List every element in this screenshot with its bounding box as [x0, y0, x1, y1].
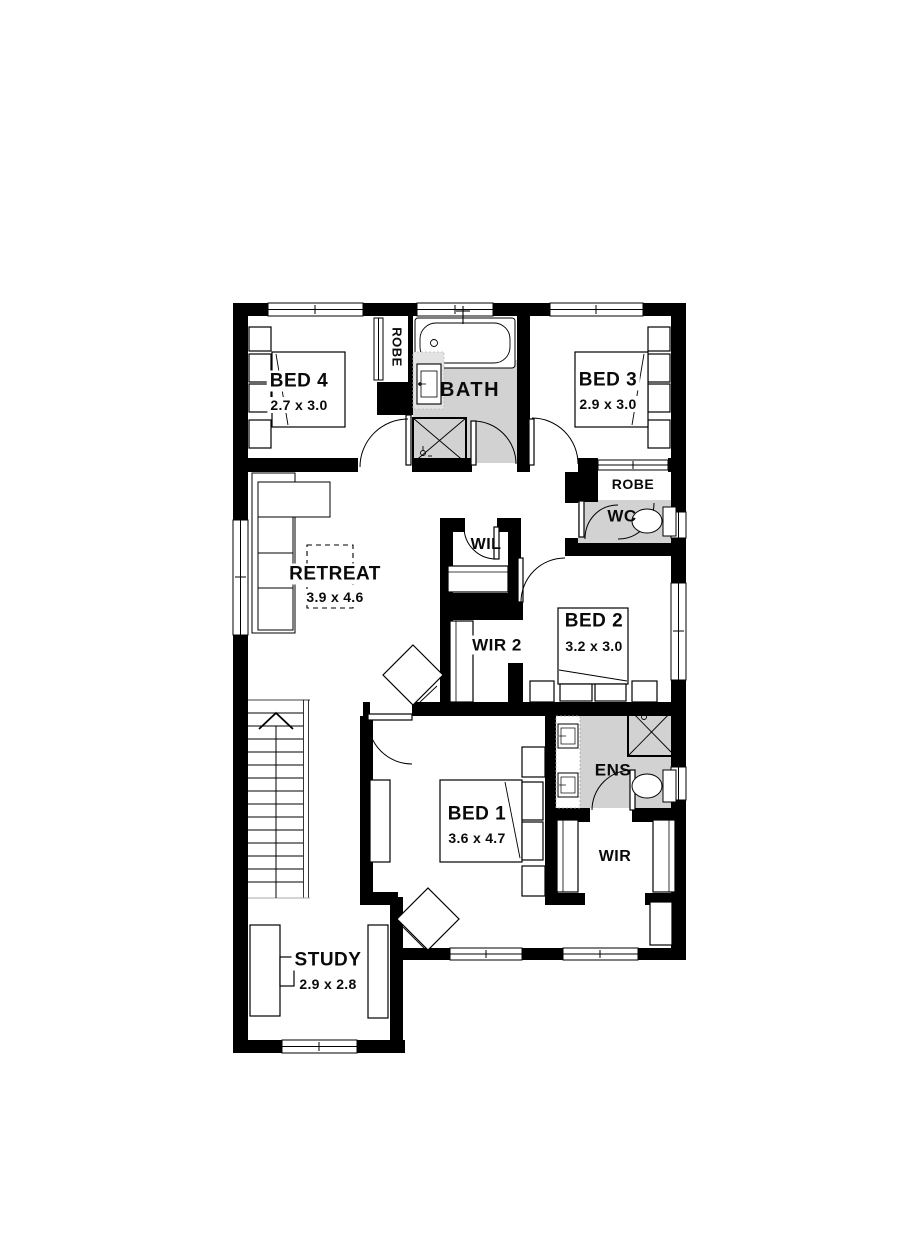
wir-shelf-left — [556, 819, 579, 893]
window-top-bed4 — [267, 302, 364, 317]
bed3-nightstand-top — [647, 326, 671, 352]
bed1-nightstand-bottom — [521, 865, 546, 897]
window-right-bed2 — [670, 582, 687, 681]
bed1-label: BED 1 — [444, 803, 510, 825]
bed4-nightstand-top — [248, 326, 272, 352]
window-top-bed3 — [549, 302, 644, 317]
bed2-pillow-1 — [559, 683, 593, 702]
bed2-pillow-2 — [594, 683, 627, 702]
ens-fixtures — [555, 707, 677, 809]
bed2-dims: 3.2 x 3.0 — [562, 638, 626, 654]
bed3-label: BED 3 — [575, 369, 641, 391]
ens-shower — [627, 707, 676, 757]
ens-basin-1 — [557, 723, 579, 749]
door-bed1 — [367, 713, 413, 765]
door-bed2 — [517, 557, 566, 603]
window-bottom-bed1 — [449, 947, 523, 961]
bed2-nightstand-right — [631, 680, 658, 703]
windows — [232, 302, 687, 1054]
bath-vanity — [412, 351, 445, 410]
wir2-label: WIR 2 — [469, 635, 525, 655]
ens-toilet-bowl — [631, 773, 663, 799]
wir-label: WIR — [598, 848, 632, 865]
retreat-chair — [382, 644, 444, 706]
bed1-pillow-1 — [521, 781, 544, 821]
retreat-dims: 3.9 x 4.6 — [303, 589, 367, 605]
bed3-pillow-2 — [647, 383, 671, 413]
bed1-pillow-2 — [521, 821, 544, 861]
ens-basin-2 — [557, 772, 579, 798]
study-cabinet — [367, 924, 389, 1019]
bath-fixtures — [412, 306, 516, 464]
study-dims: 2.9 x 2.8 — [296, 976, 360, 992]
robe-bed3-sliding-door — [597, 459, 669, 471]
bed4-pillow-1 — [248, 353, 272, 383]
door-bed4 — [359, 414, 412, 468]
window-top-bath — [416, 302, 494, 317]
robe-bed4-label: ROBE — [389, 327, 405, 367]
wir-cabinet — [649, 901, 673, 946]
ens-cistern — [662, 769, 677, 803]
bed1-dresser — [369, 779, 391, 863]
bath-shower — [412, 417, 467, 464]
wir-shelf-right — [652, 819, 676, 893]
study-chair — [279, 956, 295, 987]
study-desk — [249, 924, 295, 1017]
window-bottom-wir — [562, 947, 639, 961]
bed3-nightstand-bottom — [647, 419, 671, 449]
bed4-label: BED 4 — [266, 370, 332, 392]
retreat-sofa — [251, 472, 331, 634]
wir2-shelf — [449, 620, 474, 703]
wc-label: WC — [607, 506, 637, 526]
retreat-label: RETREAT — [286, 563, 384, 585]
bed4-nightstand-bottom — [248, 419, 272, 449]
study-label: STUDY — [291, 949, 365, 971]
window-left-retreat — [232, 519, 249, 636]
robe-bed4-sliding-door — [373, 317, 384, 381]
furniture — [248, 326, 676, 1019]
wc-cistern — [662, 506, 677, 537]
wil-label: WIL — [470, 536, 502, 553]
wc-toilet-bowl — [631, 508, 663, 534]
bed4-furniture — [248, 326, 346, 449]
bed2-nightstand-left — [529, 680, 555, 703]
bed1-chair — [396, 887, 460, 956]
stairs — [248, 699, 310, 899]
bed1-furniture — [369, 746, 546, 897]
bed4-dims: 2.7 x 3.0 — [267, 397, 331, 413]
door-wil — [463, 526, 500, 560]
wil-shelf — [447, 565, 509, 593]
bed3-pillow-1 — [647, 353, 671, 383]
bath-label: BATH — [439, 379, 501, 401]
retreat-label-box — [306, 544, 354, 609]
stairs-up-arrow — [258, 711, 294, 730]
bed1-nightstand-top — [521, 746, 546, 778]
sliding-doors — [373, 317, 669, 471]
window-bottom-study — [281, 1039, 358, 1054]
door-wc-arc — [584, 504, 619, 540]
robe-bed3-label: ROBE — [611, 476, 655, 492]
door-bath — [470, 420, 517, 466]
ens-label: ENS — [594, 760, 632, 780]
bed2-label: BED 2 — [561, 610, 627, 632]
bed1-dims: 3.6 x 4.7 — [445, 830, 509, 846]
bed3-dims: 2.9 x 3.0 — [576, 396, 640, 412]
wc-fixtures — [631, 506, 677, 537]
door-bed3 — [528, 417, 579, 466]
